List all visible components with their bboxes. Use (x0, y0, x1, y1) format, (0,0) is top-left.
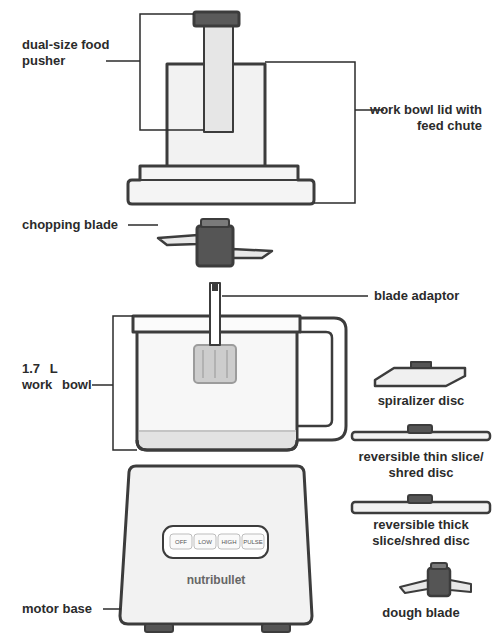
dough-blade-wing (450, 580, 471, 592)
disc-hub (408, 495, 432, 503)
bowl-handle-inner (297, 332, 332, 426)
work-bowl-lid (128, 166, 314, 204)
motor-base (120, 466, 312, 624)
bowl-base-shade (139, 431, 296, 448)
dough-blade-hub (428, 568, 450, 596)
spiralizer-disc (375, 368, 465, 386)
control-button (218, 534, 240, 549)
button-label: HIGH (218, 538, 240, 546)
brand-name: nutribullet (161, 573, 271, 588)
bowl-bottom-edge (137, 440, 297, 450)
food-pusher-cap (194, 12, 239, 26)
leader-line (222, 295, 368, 297)
control-button (194, 534, 216, 549)
chopping-blade-wing (158, 235, 198, 245)
leader-line (128, 224, 158, 226)
base-foot (145, 624, 173, 632)
bracket (113, 316, 137, 450)
leader-line (92, 384, 113, 386)
bowl-base-line (139, 430, 296, 432)
blade-adaptor (210, 283, 220, 345)
spiralizer-tab (411, 362, 431, 368)
control-button (170, 534, 192, 549)
food-pusher-body (204, 26, 233, 132)
control-button (242, 534, 264, 549)
base-foot (262, 624, 290, 632)
part-label: spiralizer disc (351, 393, 491, 409)
part-label: work bowl lid with feed chute (370, 102, 482, 134)
blade-adaptor-tip (212, 283, 218, 291)
bracket (265, 62, 355, 203)
chopping-blade-wing (232, 249, 272, 258)
hub-rib (214, 350, 216, 378)
bracket (140, 14, 204, 130)
leader-line (106, 60, 140, 62)
part-label: reversible thick slice/shred disc (360, 517, 482, 549)
part-label: blade adaptor (374, 288, 459, 304)
button-label: LOW (194, 538, 216, 546)
lid-edge (140, 179, 298, 181)
hub-rib (226, 350, 228, 378)
part-label: chopping blade (22, 217, 118, 233)
part-label: motor base (22, 601, 92, 617)
part-label: 1.7 L work bowl (22, 361, 95, 393)
dough-blade-wing (400, 580, 428, 593)
chopping-blade-hub (197, 226, 233, 266)
part-label: reversible thin slice/ shred disc (347, 449, 495, 481)
dough-blade-cap (431, 563, 447, 569)
button-label: OFF (170, 538, 192, 546)
part-label: dough blade (361, 605, 481, 621)
hub-rib (202, 350, 204, 378)
work-bowl (137, 332, 297, 450)
button-label: PULSE (242, 538, 264, 546)
disc-hub (408, 425, 432, 433)
bowl-handle (297, 318, 346, 440)
chopping-blade-cap (201, 219, 229, 227)
control-panel (163, 526, 268, 558)
part-label: dual-size food pusher (22, 37, 112, 69)
leader-line (103, 608, 121, 610)
blade-hub-in-bowl (194, 345, 236, 383)
